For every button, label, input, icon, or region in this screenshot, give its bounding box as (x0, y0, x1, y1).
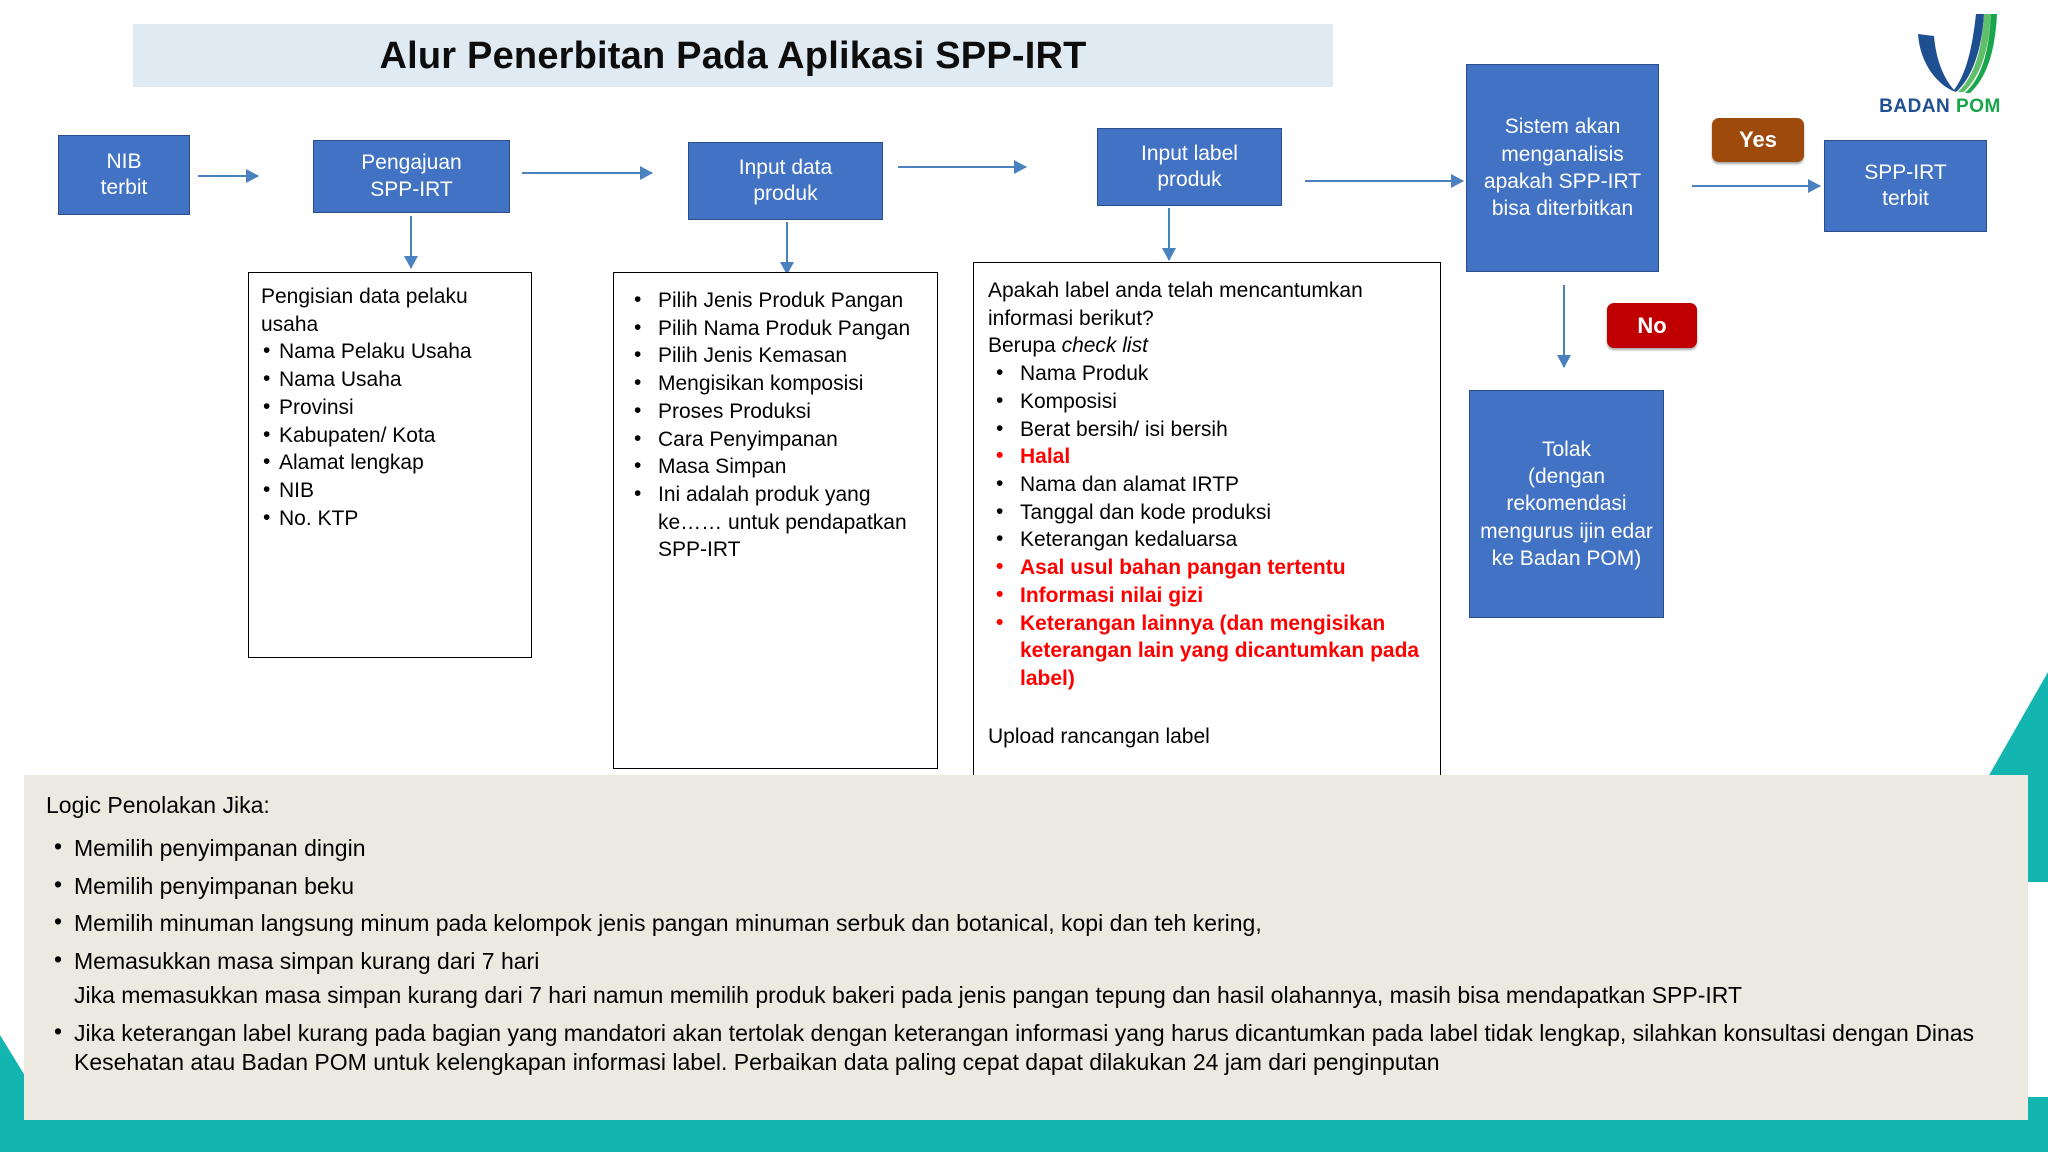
detail-box-heading: Pengisian data pelaku usaha (261, 285, 468, 336)
list-item: Pilih Nama Produk Pangan (626, 314, 925, 343)
list-item: Jika keterangan label kurang pada bagian… (46, 1017, 2006, 1078)
arrow-input-data-to-input-label (898, 160, 1027, 174)
page-title: Alur Penerbitan Pada Aplikasi SPP-IRT (379, 34, 1087, 77)
list-item: Proses Produksi (626, 397, 925, 426)
list-item: No. KTP (261, 504, 519, 533)
list-item: Alamat lengkap (261, 448, 519, 477)
list-item: Berat bersih/ isi bersih (988, 415, 1426, 444)
label-question-line1: Apakah label anda telah mencantumkan inf… (988, 279, 1363, 330)
arrow-sistem-to-terbit (1692, 179, 1821, 193)
logo-pom-text: POM (1956, 96, 2001, 117)
list-item: Kabupaten/ Kota (261, 421, 519, 450)
arrow-nib-to-pengajuan (198, 169, 259, 183)
list-item: Memasukkan masa simpan kurang dari 7 har… (46, 945, 2006, 1011)
logic-list: Memilih penyimpanan dingin Memilih penyi… (46, 832, 2006, 1078)
list-item-continuation: Jika memasukkan masa simpan kurang dari … (74, 982, 1743, 1009)
flow-box-tolak[interactable]: Tolak(dengan rekomendasi mengurus ijin e… (1469, 390, 1664, 618)
badan-pom-wordmark: BADAN POM (1855, 96, 2025, 118)
list-item-asal-usul: Asal usul bahan pangan tertentu (988, 553, 1426, 582)
arrow-pengajuan-to-input-data (522, 166, 653, 180)
yes-label-badge: Yes (1712, 118, 1804, 162)
list-item: Mengisikan komposisi (626, 369, 925, 398)
logo-badan-text: BADAN (1879, 96, 1951, 117)
list-item: Keterangan kedaluarsa (988, 525, 1426, 554)
arrow-input-label-to-detail (1162, 208, 1176, 261)
list-item: Memilih penyimpanan beku (46, 870, 2006, 901)
list-item: Nama dan alamat IRTP (988, 470, 1426, 499)
label-checklist: Nama Produk Komposisi Berat bersih/ isi … (988, 359, 1426, 693)
list-item: Ini adalah produk yang ke…… untuk pendap… (626, 480, 925, 564)
logic-penolakan-panel: Logic Penolakan Jika: Memilih penyimpana… (24, 775, 2028, 1120)
title-band (133, 24, 1333, 87)
arrow-sistem-to-tolak (1557, 285, 1571, 368)
list-item: Pilih Jenis Kemasan (626, 341, 925, 370)
arrow-input-label-to-sistem (1305, 174, 1464, 188)
list-item: Nama Produk (988, 359, 1426, 388)
no-label-badge: No (1607, 303, 1697, 348)
arrow-pengajuan-to-detail (404, 216, 418, 269)
list-item: Masa Simpan (626, 452, 925, 481)
arrow-input-data-to-detail (780, 222, 794, 275)
list-item: Komposisi (988, 387, 1426, 416)
label-question-line2: Berupa check list (988, 332, 1426, 360)
check-list-italic: check list (1061, 334, 1148, 358)
list-item: NIB (261, 476, 519, 505)
list-item: Nama Usaha (261, 365, 519, 394)
upload-rancangan-label-text: Upload rancangan label (988, 724, 1210, 748)
list-item-halal: Halal (988, 442, 1426, 471)
list-item: Pilih Jenis Produk Pangan (626, 286, 925, 315)
flow-box-sistem-analisis[interactable]: Sistem akan menganalisis apakah SPP-IRT … (1466, 64, 1659, 272)
list-item: Tanggal dan kode produksi (988, 498, 1426, 527)
berupa-prefix: Berupa (988, 334, 1062, 358)
list-item: Memilih penyimpanan dingin (46, 832, 2006, 863)
badan-pom-logo-icon (1860, 6, 2020, 106)
list-item-text: Memasukkan masa simpan kurang dari 7 har… (74, 947, 540, 974)
detail-box-input-data-produk: Pilih Jenis Produk Pangan Pilih Nama Pro… (613, 272, 938, 769)
list-item: Provinsi (261, 393, 519, 422)
produk-list: Pilih Jenis Produk Pangan Pilih Nama Pro… (626, 286, 925, 564)
logic-heading: Logic Penolakan Jika: (46, 792, 270, 818)
list-item: Nama Pelaku Usaha (261, 337, 519, 366)
list-item-nilai-gizi: Informasi nilai gizi (988, 581, 1426, 610)
detail-box-pelaku-usaha: Pengisian data pelaku usaha Nama Pelaku … (248, 272, 532, 658)
list-item: Cara Penyimpanan (626, 425, 925, 454)
pelaku-usaha-list: Nama Pelaku Usaha Nama Usaha Provinsi Ka… (261, 337, 519, 533)
list-item: Memilih minuman langsung minum pada kelo… (46, 907, 2006, 938)
list-item-keterangan-lainnya: Keterangan lainnya (dan mengisikan keter… (988, 609, 1426, 693)
